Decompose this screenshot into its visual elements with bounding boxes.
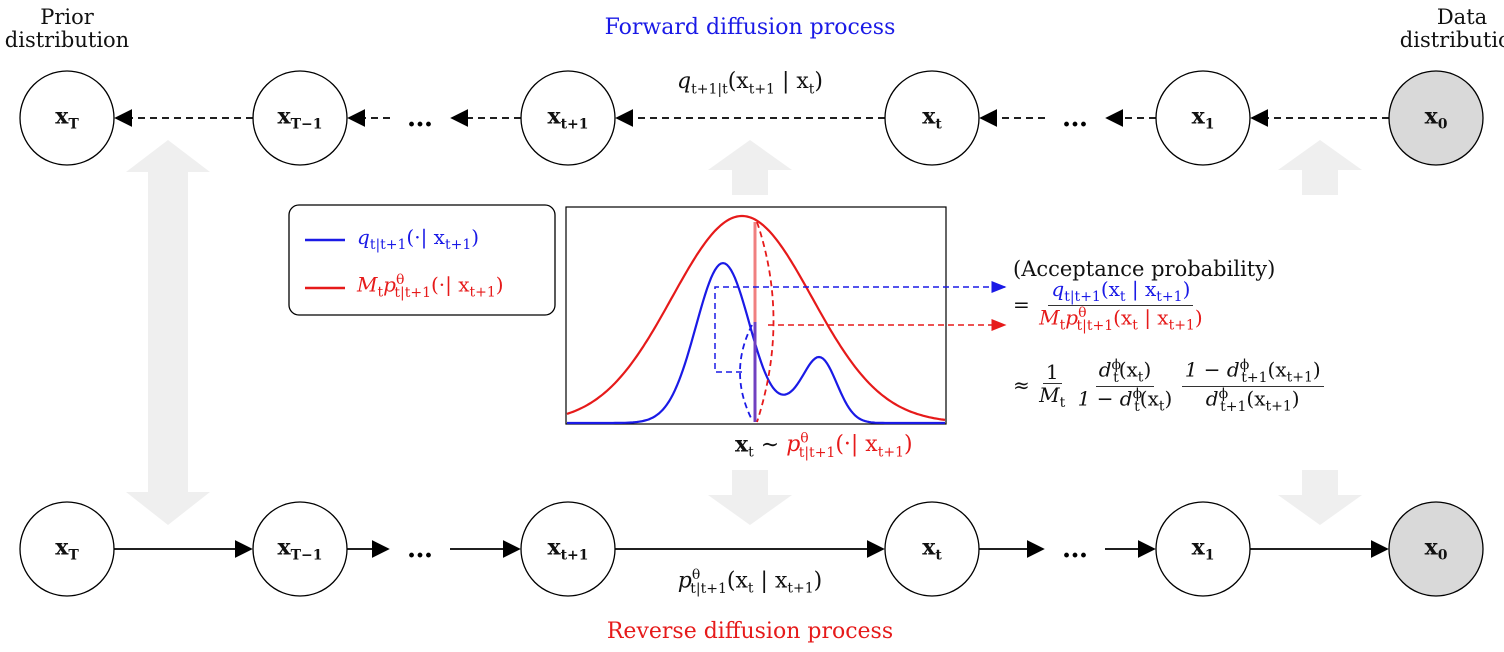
node-sub: t [935,116,942,133]
reverse-node: xt [922,534,942,563]
node-circle [1388,501,1484,597]
legend-box [288,204,556,316]
node-circle [19,70,115,166]
forward-node: xt [922,103,942,132]
reverse-node: x1 [1192,534,1215,563]
label-line: distribution [4,28,130,53]
red-brace [756,221,775,423]
ellipsis: … [407,103,433,133]
node-sub: 1 [1204,116,1215,133]
up-arrow-middle [708,140,792,195]
node-circle [1388,70,1484,166]
label-line: distribution [1399,28,1504,53]
up-arrow-right [1278,140,1362,195]
node-circle [252,70,348,166]
ellipsis: … [1062,103,1088,133]
node-sub: t [935,547,942,564]
forward-process-title: Forward diffusion process [604,15,896,40]
node-circle [520,70,616,166]
node-circles [19,70,1484,597]
acceptance-ratio: = qt|t+1(xt | xt+1)Mtpθt|t+1(xt | xt+1) [1013,277,1203,335]
blue-brace [739,324,753,421]
node-sub: T−1 [290,116,323,133]
node-sub: T−1 [290,547,323,564]
reverse-node: xT−1 [277,534,322,563]
forward-node: x0 [1425,103,1448,132]
node-var: x [922,103,936,130]
forward-node: xT−1 [277,103,322,132]
node-var: x [1424,103,1438,130]
node-sub: t+1 [560,547,589,564]
forward-node: xT [55,103,79,132]
label-line: Prior [40,5,94,29]
reverse-process-title: Reverse diffusion process [606,619,894,644]
ellipsis: … [1062,534,1088,564]
acceptance-title: (Acceptance probability) [1013,257,1276,281]
node-circle [520,501,616,597]
reverse-node: xT [55,534,79,563]
node-var: x [547,534,561,561]
node-var: x [55,534,69,561]
node-var: x [55,103,69,130]
sample-label: xt ∼ pθt|t+1(·| xt+1) [735,431,913,461]
node-var: x [277,103,291,130]
node-var: x [922,534,936,561]
legend-item-q: qt|t+1(·| xt+1) [357,225,480,253]
node-circle [884,501,980,597]
node-circle [252,501,348,597]
ellipsis: … [407,534,433,564]
reverse-node: x0 [1425,534,1448,563]
node-var: x [1424,534,1438,561]
node-circle [1155,501,1251,597]
reverse-kernel-label: pθt|t+1(xt | xt+1) [677,567,823,597]
data-distribution-label: Datadistribution [1399,5,1504,53]
node-var: x [547,103,561,130]
big-arrows [126,140,1362,525]
node-circle [884,70,980,166]
forward-kernel-label: qt+1|t(xt+1 | xt) [676,69,824,98]
node-sub: T [68,547,79,564]
forward-node: xt+1 [547,103,588,132]
node-sub: 0 [1437,116,1448,133]
node-sub: 1 [1204,547,1215,564]
legend-item-mp: Mtpθt|t+1(·| xt+1) [357,272,504,301]
node-sub: t+1 [560,116,589,133]
node-var: x [277,534,291,561]
edges: … … … … [114,103,1389,564]
label-line: Data [1436,5,1488,29]
node-var: x [1191,534,1205,561]
node-sub: T [68,116,79,133]
blue-pointer [714,281,1007,373]
forward-node: x1 [1192,103,1215,132]
down-arrow-middle [708,470,792,525]
node-var: x [1191,103,1205,130]
node-circle [1155,70,1251,166]
double-arrow-left [126,140,210,525]
node-sub: 0 [1437,547,1448,564]
red-curve [566,214,946,421]
node-circle [19,501,115,597]
reverse-node: xt+1 [547,534,588,563]
down-arrow-right [1278,470,1362,525]
